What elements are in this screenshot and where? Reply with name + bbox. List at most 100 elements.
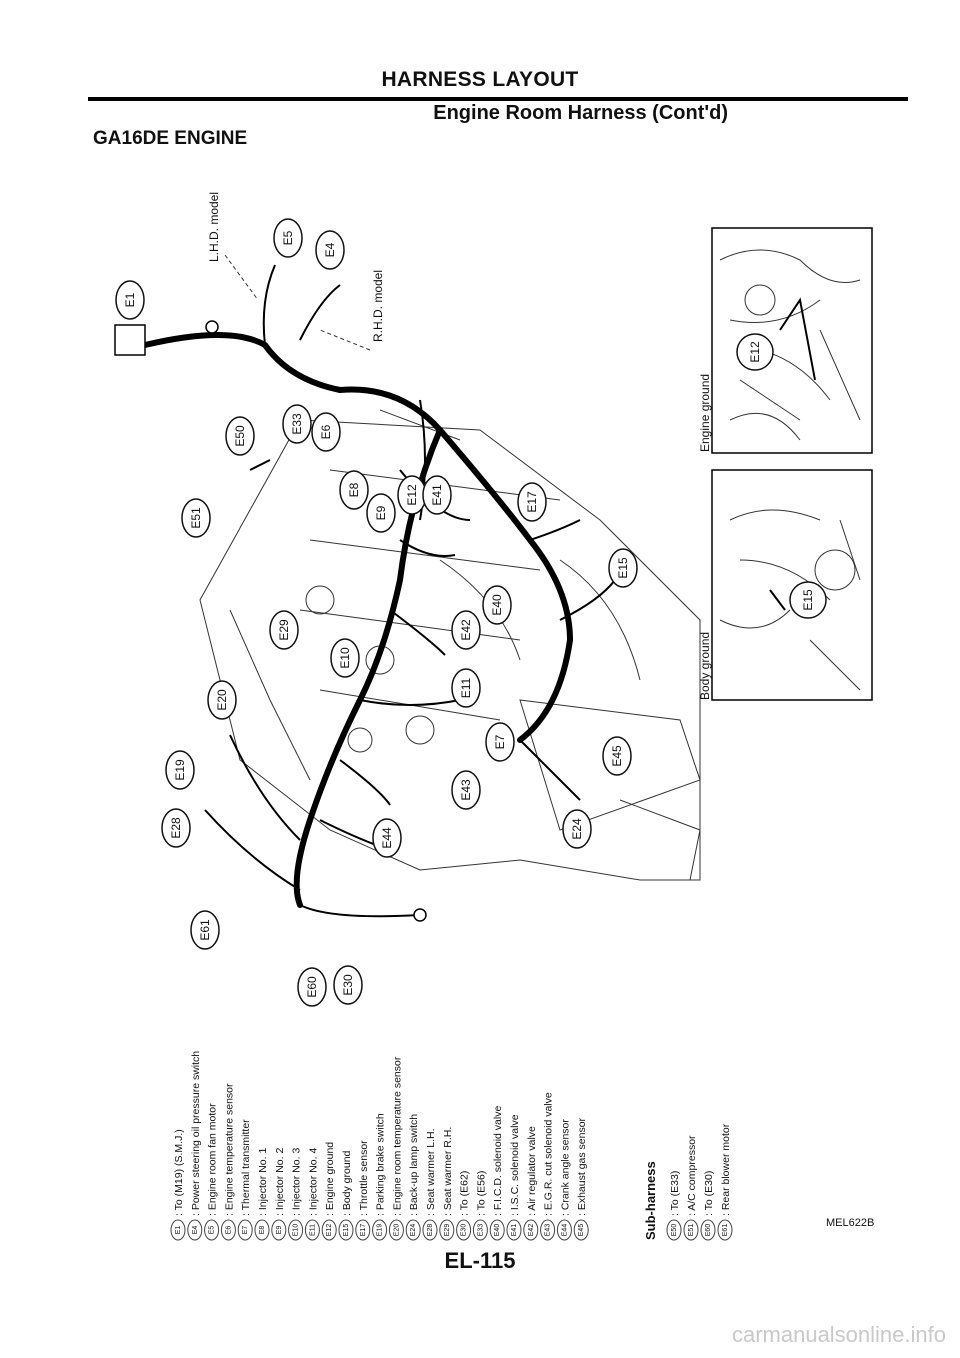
svg-text:E24: E24 <box>410 1224 417 1237</box>
svg-text:E1: E1 <box>175 1226 182 1235</box>
svg-text:E44: E44 <box>561 1224 568 1237</box>
connector-callout-e9: E9 <box>366 493 396 533</box>
connector-callout-e1: E1 <box>115 280 145 320</box>
svg-text:: A/C compressor: : A/C compressor <box>686 1135 698 1216</box>
svg-text:E43: E43 <box>459 779 473 801</box>
engine-ground-label: Engine ground <box>698 374 712 452</box>
svg-text:: Injector No. 1: : Injector No. 1 <box>257 1148 269 1216</box>
svg-text:E17: E17 <box>360 1224 367 1237</box>
connector-callout-e11: E11 <box>451 668 481 708</box>
svg-text:E5: E5 <box>281 230 295 245</box>
svg-text:E50: E50 <box>671 1224 678 1237</box>
svg-text:E10: E10 <box>338 647 352 669</box>
svg-text:: Injector No. 2: : Injector No. 2 <box>274 1148 286 1216</box>
svg-text:E15: E15 <box>616 557 630 579</box>
legend-item-e43: E43: E.G.R. cut solenoid valve <box>540 1092 556 1241</box>
svg-text:E60: E60 <box>705 1224 712 1237</box>
svg-text:: Seat warmer R.H.: : Seat warmer R.H. <box>442 1127 454 1216</box>
legend-item-e24: E24: Back-up lamp switch <box>405 1114 421 1241</box>
legend-item-e11: E11 : Injector No. 4 <box>304 1148 320 1241</box>
legend-item-e17: E17 : Throttle sensor <box>355 1140 371 1241</box>
svg-text:: To (E30): : To (E30) <box>703 1171 715 1216</box>
legend-item-e5: E5 : Engine room fan motor <box>204 1103 220 1241</box>
connector-callout-e33: E33 <box>282 404 312 444</box>
svg-text:: To (E33): : To (E33) <box>669 1171 681 1216</box>
svg-text:E4: E4 <box>323 242 337 257</box>
inset-e15-label: E15 <box>801 589 815 611</box>
legend-item-e6: E6 : Engine temperature sensor <box>220 1083 236 1241</box>
svg-text:: Engine room temperature sens: : Engine room temperature sensor <box>391 1056 403 1216</box>
svg-text:E12: E12 <box>326 1224 333 1237</box>
svg-text:: Parking brake switch: : Parking brake switch <box>375 1113 387 1216</box>
svg-text:E51: E51 <box>688 1224 695 1237</box>
connector-callout-e6: E6 <box>311 412 341 452</box>
connector-callout-e12: E12 <box>397 475 427 515</box>
svg-text:E4: E4 <box>192 1226 199 1235</box>
svg-text:E29: E29 <box>277 619 291 641</box>
connector-callout-e60: E60 <box>297 967 327 1007</box>
body-ground-inset: E15 Body ground <box>698 469 873 701</box>
page-title: HARNESS LAYOUT <box>381 68 579 91</box>
sub-harness-item-e61: E61: Rear blower motor <box>717 1123 733 1241</box>
legend-item-e15: E15: Body ground <box>338 1150 354 1241</box>
svg-text:: Engine room fan motor: : Engine room fan motor <box>207 1103 219 1216</box>
svg-text:E60: E60 <box>305 976 319 998</box>
svg-text:E9: E9 <box>374 505 388 520</box>
connector-callout-e30: E30 <box>333 965 363 1005</box>
connector-callout-e4: E4 <box>315 230 345 270</box>
section-title: Engine Room Harness (Cont'd) <box>433 102 728 124</box>
svg-text:: F.I.C.D. solenoid valve: : F.I.C.D. solenoid valve <box>492 1106 504 1216</box>
svg-text:: Exhaust gas sensor: : Exhaust gas sensor <box>576 1117 588 1216</box>
svg-text:E17: E17 <box>525 491 539 513</box>
svg-text:E43: E43 <box>545 1224 552 1237</box>
engine-label: GA16DE ENGINE <box>93 128 248 149</box>
connector-callout-e5: E5 <box>273 218 303 258</box>
svg-text:E42: E42 <box>459 619 473 641</box>
legend-item-e8: E8: Injector No. 1 <box>254 1148 270 1241</box>
legend-item-e33: E33: To (E56) <box>472 1171 488 1241</box>
svg-text:E5: E5 <box>209 1226 216 1235</box>
svg-text:E40: E40 <box>490 594 504 616</box>
svg-text:E40: E40 <box>494 1224 501 1237</box>
legend-item-e12: E12: Engine ground <box>321 1142 337 1241</box>
svg-text:E6: E6 <box>225 1226 232 1235</box>
legend-item-e30: E30: To (E62) <box>456 1171 472 1241</box>
connector-callout-e40: E40 <box>482 585 512 625</box>
svg-text:E8: E8 <box>347 482 361 497</box>
svg-text:: To (E62): : To (E62) <box>459 1171 471 1216</box>
connector-callout-e28: E28 <box>161 808 191 848</box>
svg-text:: Injector No. 4: : Injector No. 4 <box>307 1148 319 1216</box>
legend-item-e20: E20: Engine room temperature sensor <box>388 1056 404 1241</box>
svg-text:: Throttle sensor: : Throttle sensor <box>358 1140 370 1216</box>
lhd-label: L.H.D. model <box>207 192 221 262</box>
legend-item-e10: E10 : Injector No. 3 <box>288 1148 304 1241</box>
svg-text:E33: E33 <box>477 1224 484 1237</box>
legend-item-e19: E19 : Parking brake switch <box>372 1113 388 1241</box>
legend-item-e9: E9: Injector No. 2 <box>271 1148 287 1241</box>
svg-text:E61: E61 <box>198 919 212 941</box>
svg-text:E30: E30 <box>341 974 355 996</box>
svg-text:E10: E10 <box>293 1224 300 1237</box>
page-number: EL-115 <box>444 1248 516 1273</box>
connector-callout-e24: E24 <box>562 809 592 849</box>
svg-text:E7: E7 <box>493 734 507 749</box>
e1-connector-body <box>114 324 146 356</box>
svg-text:: Power steering oil pressure: : Power steering oil pressure switch <box>190 1051 202 1216</box>
svg-text:: Injector No. 3: : Injector No. 3 <box>291 1148 303 1216</box>
svg-text:: Engine temperature sensor: : Engine temperature sensor <box>223 1083 235 1216</box>
svg-text:E19: E19 <box>377 1224 384 1237</box>
svg-text:E24: E24 <box>570 818 584 840</box>
legend-item-e44: E44: Crank angle sensor <box>556 1119 572 1241</box>
connector-callout-e42: E42 <box>451 610 481 650</box>
connector-callout-e15: E15 <box>608 548 638 588</box>
svg-text:E7: E7 <box>242 1226 249 1235</box>
svg-text:E33: E33 <box>290 413 304 435</box>
sub-harness-item-e51: E51 : A/C compressor <box>683 1135 699 1241</box>
svg-text:E11: E11 <box>309 1224 316 1236</box>
svg-text:: Seat warmer L.H.: : Seat warmer L.H. <box>425 1128 437 1216</box>
svg-text:E42: E42 <box>528 1224 535 1237</box>
legend-item-e7: E7: Thermal transmitter <box>237 1119 253 1241</box>
sub-harness-title: Sub-harness <box>643 1161 658 1240</box>
